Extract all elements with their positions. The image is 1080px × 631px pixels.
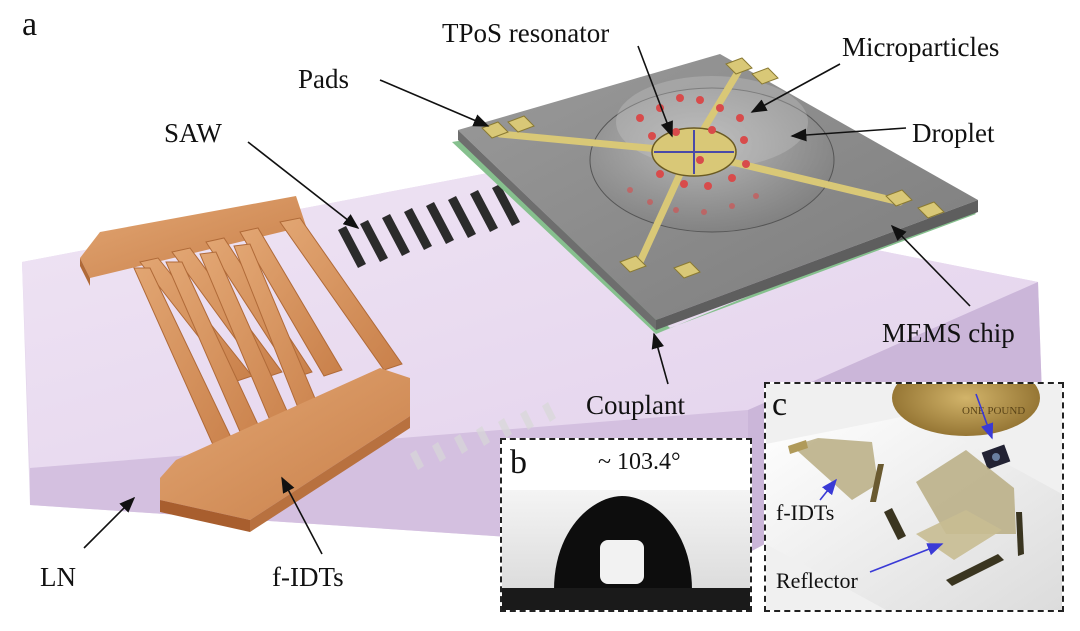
label-microparticles: Microparticles [842,32,1000,62]
inset-label-reflector: Reflector [776,568,858,593]
label-pads: Pads [298,64,350,94]
f-idt-electrodes [80,196,410,532]
label-mems-chip: MEMS chip [882,318,1015,348]
panel-label-a: a [22,6,38,43]
label-saw: SAW [164,118,222,148]
inset-label-f-idts: f-IDTs [776,500,835,525]
saw-wavefronts [338,184,520,268]
panel-label-c: c [772,386,788,423]
inset-c-photo: ONE POUND c f-IDTs Reflector [764,382,1064,612]
label-droplet: Droplet [912,118,995,148]
tpos-resonator [651,127,737,177]
device-photo: ONE POUND [766,384,1062,610]
label-tpos-resonator: TPoS resonator [442,18,610,48]
saw-wavefront-side [410,402,556,470]
coin-inscription: ONE POUND [962,405,1025,417]
label-ln: LN [40,562,76,592]
microparticles [627,94,759,215]
label-couplant: Couplant [586,390,685,420]
droplet-photo [502,490,750,610]
leader-arrows [83,45,971,555]
panel-label-b: b [510,444,527,481]
inset-b-contact-angle: b ~ 103.4° [500,438,752,612]
label-f-idts: f-IDTs [272,562,344,592]
pads [481,57,945,279]
contact-angle-value: ~ 103.4° [598,449,681,475]
